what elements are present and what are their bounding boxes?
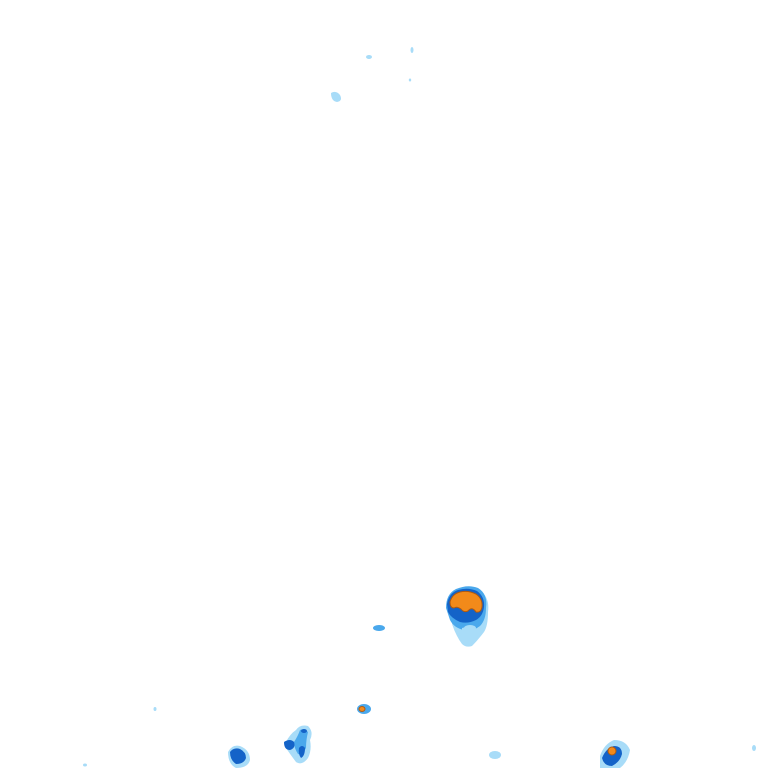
precip-cluster-heavy xyxy=(230,748,246,764)
precip-cluster-south xyxy=(284,725,312,764)
storm-cell-se-heavy xyxy=(602,746,622,766)
precip-speck-light xyxy=(153,707,157,711)
precip-cluster-southwest xyxy=(228,745,250,768)
precip-cell-west xyxy=(373,625,385,631)
storm-cell-small xyxy=(357,704,371,714)
precip-speck-light xyxy=(83,763,87,767)
precip-speck-light xyxy=(408,78,412,82)
precip-cluster-heavy xyxy=(284,740,295,750)
storm-cell-small-core xyxy=(358,706,366,712)
precip-speck-moderate xyxy=(373,625,385,631)
precip-speck-light xyxy=(331,91,341,102)
precip-cluster-heavy xyxy=(298,746,305,758)
precip-speck-light xyxy=(366,55,372,59)
storm-cell-trail-light xyxy=(464,625,476,631)
precip-speck-light xyxy=(410,47,414,53)
precip-speck-light xyxy=(489,751,501,759)
storm-cell-intense-core xyxy=(449,590,483,613)
precip-cluster-heavy xyxy=(301,729,307,733)
storm-cell-southeast xyxy=(600,740,630,768)
precip-specks-misc xyxy=(83,707,756,767)
precip-speck-light xyxy=(752,745,756,751)
precip-cell-south-central xyxy=(489,751,501,759)
storm-cell-se-core xyxy=(607,746,617,756)
storm-cell-main xyxy=(446,586,489,647)
precip-cell-north xyxy=(331,47,414,102)
